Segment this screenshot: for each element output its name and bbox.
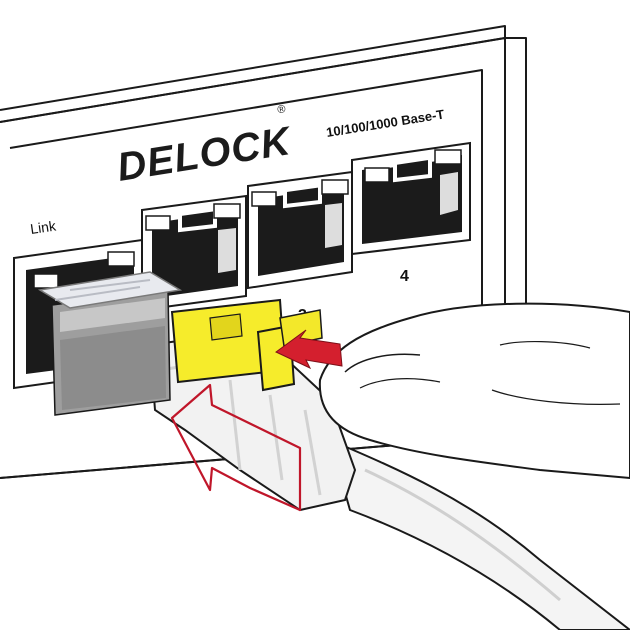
registered-mark: ® [277, 103, 287, 116]
network-cable [328, 438, 630, 630]
ethernet-port-4: 4 [351, 141, 471, 285]
brand-name: DELOCK [114, 119, 296, 190]
security-lock-clip [170, 298, 323, 392]
port-number-4: 4 [400, 268, 409, 285]
speed-spec-label: 10/100/1000 Base-T [325, 106, 445, 139]
rj45-plug [37, 271, 183, 416]
push-arrow-icon [275, 329, 343, 370]
insertion-arrow-icon [170, 383, 302, 512]
link-label: Link [29, 217, 58, 237]
ethernet-port-3: 3 [247, 170, 353, 324]
ethernet-port-2 [141, 194, 247, 312]
pressing-finger [318, 302, 630, 479]
